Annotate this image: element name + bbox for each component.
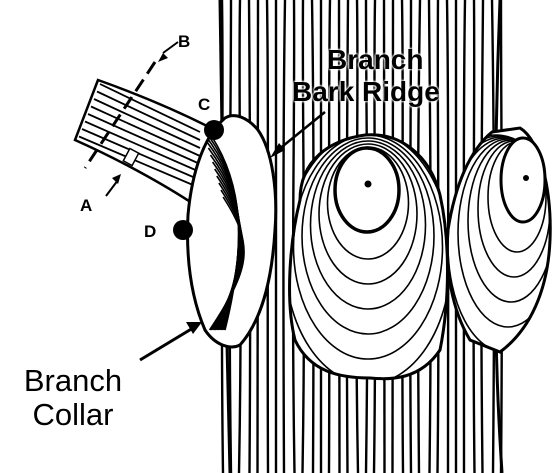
point-d-label: D <box>144 222 156 242</box>
branch-collar-label-line1: Branch <box>14 364 132 398</box>
point-b-label: B <box>178 32 190 52</box>
branch-collar-label-line2: Collar <box>14 398 132 432</box>
point-d-marker <box>173 220 193 240</box>
point-c-marker <box>204 120 224 140</box>
branch-bark-ridge-label-line2: Bark Ridge <box>292 76 440 107</box>
center-branch-stub <box>260 123 477 459</box>
point-a-label: A <box>80 196 92 216</box>
point-c-label: C <box>198 95 210 115</box>
branch-bark-ridge-label-line1: Branch <box>327 44 423 75</box>
